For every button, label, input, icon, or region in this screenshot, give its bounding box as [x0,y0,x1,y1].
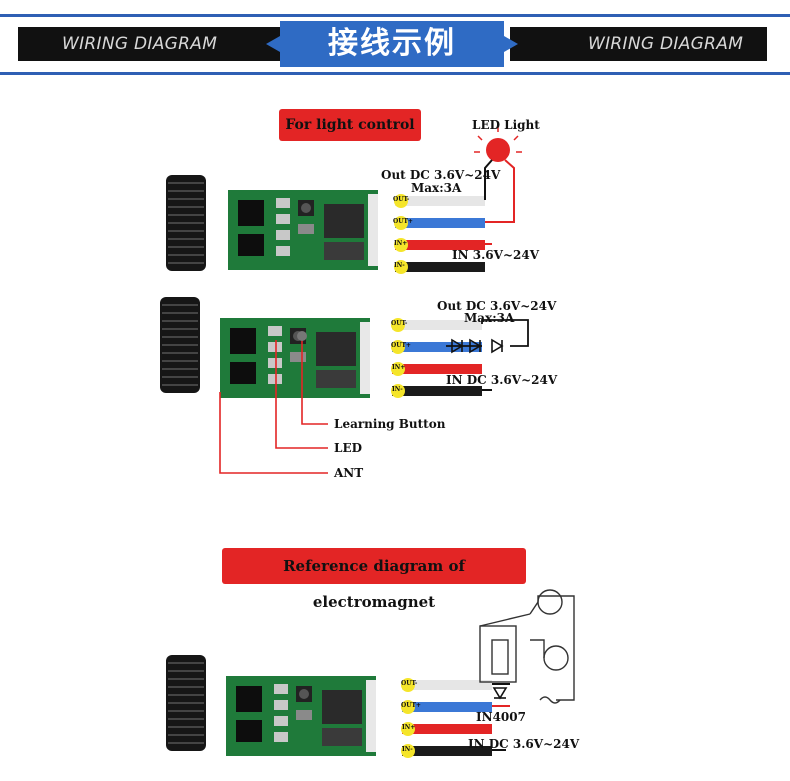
terminal-in-plus-3: IN+ [402,724,416,731]
terminal-out-minus-2: OUT- [391,320,408,327]
arrow-left-icon [266,36,280,52]
electromagnet-badge: Reference diagram of electromagnet [222,548,526,611]
header-top-line [0,14,790,17]
led-light-label: LED Light [472,118,540,132]
terminal-out-minus-3: OUT- [401,680,418,687]
header-right-bar [510,27,767,61]
terminal-out-plus-2: OUT+ [391,342,411,349]
diode-label: IN4007 [476,710,526,724]
out-voltage-label-2: Out DC 3.6V~24V [437,299,557,313]
terminal-out-plus: OUT+ [393,218,413,225]
max-current-label-2: Max:3A [464,311,515,325]
header-bottom-line [0,72,790,75]
ant-label: ANT [334,466,364,480]
terminal-in-minus: IN- [394,262,405,269]
terminal-in-minus-3: IN- [402,746,413,753]
led-label: LED [334,441,362,455]
in-voltage-label-3: IN DC 3.6V~24V [468,737,580,751]
page-title: 接线示例 [280,21,504,67]
terminal-out-minus: OUT- [393,196,410,203]
light-control-badge: For light control [279,109,421,141]
terminal-in-plus-2: IN+ [392,364,406,371]
max-current-label: Max:3A [411,181,462,195]
in-voltage-label: IN 3.6V~24V [452,248,540,262]
header-left-subtitle: WIRING DIAGRAM [62,34,218,54]
header-right-subtitle: WIRING DIAGRAM [588,34,744,54]
out-voltage-label: Out DC 3.6V~24V [381,168,501,182]
terminal-out-plus-3: OUT+ [401,702,421,709]
terminal-in-plus: IN+ [394,240,408,247]
terminal-in-minus-2: IN- [392,386,403,393]
arrow-right-icon [504,36,518,52]
header-left-bar [18,27,280,61]
in-voltage-label-2: IN DC 3.6V~24V [446,373,558,387]
learning-button-label: Learning Button [334,417,446,431]
